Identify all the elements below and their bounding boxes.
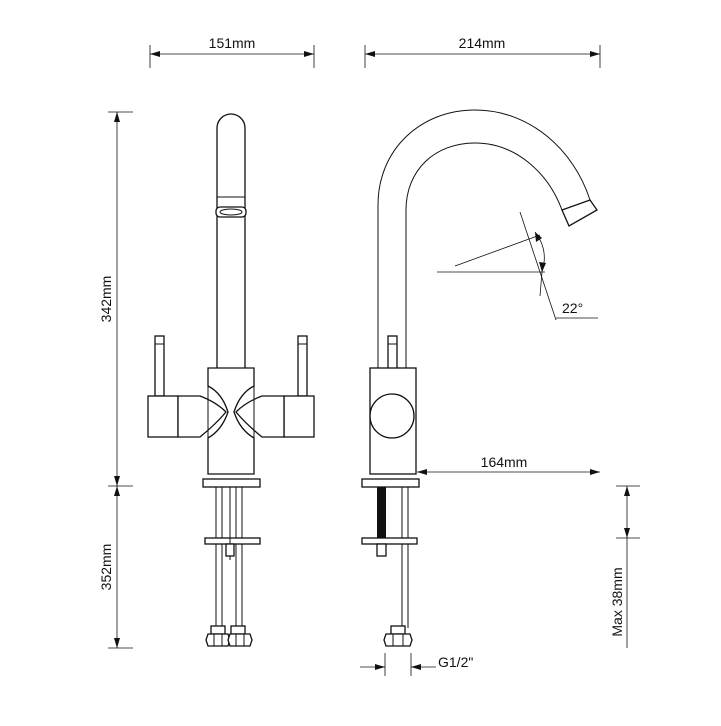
side-view: 214mm 22°: [360, 35, 640, 676]
side-spout: [377, 109, 598, 368]
front-view: 151mm 342mm 352mm: [98, 35, 315, 649]
dimension-label-214mm: 214mm: [459, 35, 506, 51]
angle-label: 22°: [562, 300, 583, 316]
max-thickness-label: Max 38mm: [609, 567, 625, 636]
dimension-label-151mm: 151mm: [209, 35, 256, 51]
front-left-lever: [154, 335, 165, 397]
thread-label: G1/2": [438, 654, 473, 670]
front-right-lever: [297, 335, 308, 397]
dimension-label-342mm: 342mm: [98, 276, 114, 323]
side-hose-nut: [383, 625, 413, 647]
dimension-342mm: 342mm: [98, 111, 133, 487]
front-hose-nuts: [205, 625, 253, 647]
dimension-label-352mm: 352mm: [98, 544, 114, 591]
dimension-151mm: 151mm: [149, 35, 315, 68]
front-spout-column: [215, 113, 247, 368]
side-valve-body: [369, 367, 417, 475]
dimension-164mm: 164mm: [417, 454, 600, 475]
dimension-thread: G1/2": [360, 653, 473, 676]
side-base-mount: [361, 478, 420, 647]
dimension-label-164mm: 164mm: [481, 454, 528, 470]
spray-angle-indicator: 22°: [437, 211, 598, 321]
front-valve-body: [147, 367, 315, 475]
dimension-214mm: 214mm: [364, 35, 601, 68]
dimension-352mm: 352mm: [98, 486, 133, 649]
front-base-mount: [202, 478, 261, 647]
dimension-max-38mm: Max 38mm: [609, 485, 640, 648]
